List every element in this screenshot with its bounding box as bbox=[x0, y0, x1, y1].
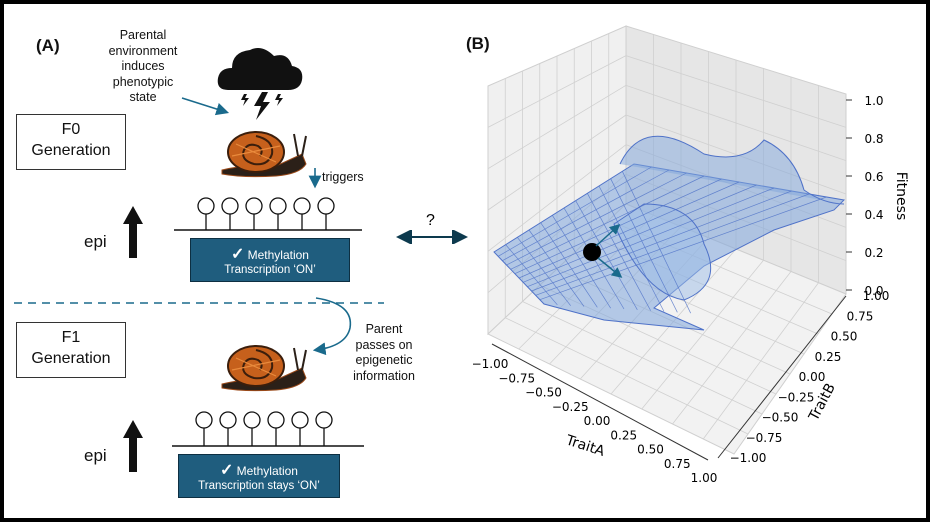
induce-arrow bbox=[181, 97, 230, 116]
z-tick-label: 1.0 bbox=[864, 94, 883, 108]
y-tick-label: 1.00 bbox=[863, 289, 890, 303]
f0-status-box: ✓ Methylation Transcription ‘ON’ bbox=[190, 238, 350, 282]
double-arrow-icon bbox=[396, 230, 468, 244]
f1-generation-box: F1 Generation bbox=[16, 322, 126, 378]
y-tick-label: 0.50 bbox=[831, 330, 858, 344]
x-tick-label: 0.00 bbox=[584, 414, 611, 428]
y-tick-label: −0.25 bbox=[778, 390, 815, 404]
y-tick-label: 0.25 bbox=[815, 350, 842, 364]
x-tick-label: −0.25 bbox=[552, 400, 589, 414]
note-line: induces bbox=[121, 59, 165, 73]
epi-label-f0: epi bbox=[84, 232, 107, 251]
note-line: Parental bbox=[119, 28, 167, 42]
f1-label: F1 bbox=[61, 329, 81, 346]
up-arrow-icon bbox=[123, 206, 143, 258]
note-line: information bbox=[353, 368, 415, 383]
check-icon: ✓ bbox=[231, 246, 245, 263]
methylation-label: Methylation bbox=[247, 248, 309, 262]
snail-icon bbox=[221, 345, 307, 392]
y-tick-label: −0.75 bbox=[746, 431, 783, 445]
parent-passes-note: Parent passes on epigenetic information bbox=[344, 322, 424, 384]
f0-generation-box: F0 Generation bbox=[16, 114, 126, 170]
y-tick-label: −1.00 bbox=[730, 451, 767, 465]
x-tick-label: 0.25 bbox=[610, 428, 637, 442]
link-question-mark: ? bbox=[426, 212, 435, 229]
panel-a-label: (A) bbox=[36, 36, 60, 55]
f0-methylation-sites bbox=[174, 197, 362, 231]
z-tick-label: 0.0 bbox=[864, 284, 883, 298]
x-tick-label: 0.50 bbox=[637, 443, 664, 457]
snail-icon bbox=[221, 131, 307, 178]
f1-methylation-sites bbox=[172, 411, 364, 447]
generation-label: Generation bbox=[31, 350, 111, 367]
x-tick-label: 0.75 bbox=[664, 457, 691, 471]
generation-label: Generation bbox=[31, 142, 111, 159]
x-tick-label: −0.50 bbox=[525, 386, 562, 400]
note-line: phenotypic bbox=[112, 74, 174, 89]
z-tick-label: 0.4 bbox=[864, 208, 883, 222]
generation-divider bbox=[14, 302, 384, 304]
gradient-arrow bbox=[597, 257, 623, 278]
z-tick-label: 0.8 bbox=[864, 132, 883, 146]
note-line: passes on bbox=[355, 337, 413, 352]
y-tick-label: 0.75 bbox=[847, 309, 874, 323]
check-icon: ✓ bbox=[220, 462, 234, 479]
note-line: environment bbox=[108, 43, 178, 58]
gradient-arrow bbox=[595, 223, 621, 247]
epi-label-f1: epi bbox=[84, 446, 107, 465]
f0-label: F0 bbox=[61, 121, 81, 138]
z-axis-label: Fitness bbox=[893, 172, 909, 221]
x-axis-label: TraitA bbox=[563, 432, 607, 460]
storm-cloud-icon bbox=[217, 48, 303, 120]
figure: (A) Parental environment induces phenoty… bbox=[4, 4, 926, 518]
x-tick-label: −1.00 bbox=[472, 357, 509, 371]
triggers-label: triggers bbox=[322, 170, 364, 184]
transcription-stays-on-label: Transcription stays ‘ON’ bbox=[198, 480, 320, 492]
note-line: state bbox=[129, 90, 157, 104]
note-line: epigenetic bbox=[355, 353, 413, 367]
x-tick-label: −0.75 bbox=[498, 371, 535, 385]
y-tick-label: 0.00 bbox=[799, 370, 826, 384]
note-line: Parent bbox=[365, 322, 403, 336]
x-tick-label: 1.00 bbox=[691, 471, 718, 485]
z-tick-label: 0.2 bbox=[864, 246, 883, 260]
z-tick-label: 0.6 bbox=[864, 170, 883, 184]
fitness-landscape-3d: 0.00.20.40.60.81.0 Fitness −1.00−0.75−0.… bbox=[472, 25, 909, 485]
fitness-surface bbox=[493, 135, 846, 331]
f1-status-box: ✓ Methylation Transcription stays ‘ON’ bbox=[178, 454, 340, 498]
methylation-label: Methylation bbox=[236, 464, 298, 478]
transcription-on-label: Transcription ‘ON’ bbox=[224, 264, 316, 276]
triggers-arrow bbox=[308, 168, 322, 189]
parental-environment-note: Parental environment induces phenotypic … bbox=[98, 28, 188, 106]
panel-b-label: (B) bbox=[466, 34, 490, 53]
up-arrow-icon bbox=[123, 420, 143, 472]
population-marker bbox=[583, 243, 601, 261]
inheritance-arrow bbox=[312, 297, 352, 356]
y-tick-label: −0.50 bbox=[762, 411, 799, 425]
